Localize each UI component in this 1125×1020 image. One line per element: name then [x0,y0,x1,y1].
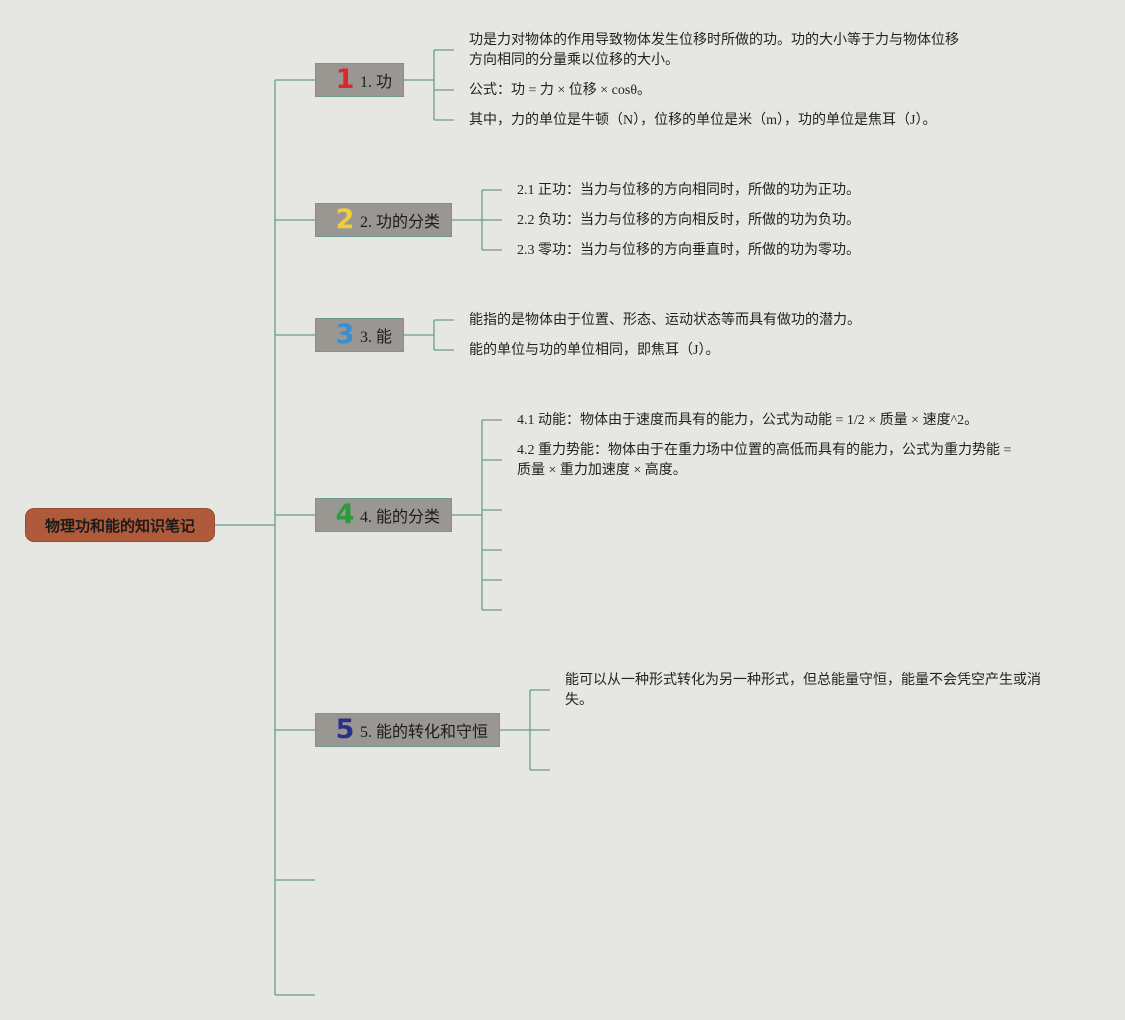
number-4-icon: 4 [335,499,355,530]
leaf-negative-work[interactable]: 2.2 负功：当力与位移的方向相反时，所做的功为负功。 [517,213,860,228]
root-topic[interactable]: 物理功和能的知识笔记 [25,508,215,542]
topic-energy-conservation[interactable]: 5 5. 能的转化和守恒 [315,713,500,747]
number-2-icon: 2 [335,204,355,235]
leaf-energy-conservation[interactable]: 能可以从一种形式转化为另一种形式，但总能量守恒，能量不会凭空产生或消失。 [565,673,1041,708]
number-5-icon: 5 [335,714,355,745]
leaf-kinetic-energy[interactable]: 4.1 动能：物体由于速度而具有的能力，公式为动能 = 1/2 × 质量 × 速… [517,413,979,428]
leaf-energy-definition[interactable]: 能指的是物体由于位置、形态、运动状态等而具有做功的潜力。 [469,313,861,328]
topic-label: 3. 能 [360,329,393,346]
topic-label: 1. 功 [360,74,393,91]
leaf-energy-unit[interactable]: 能的单位与功的单位相同，即焦耳（J）。 [469,343,720,358]
leaf-zero-work[interactable]: 2.3 零功：当力与位移的方向垂直时，所做的功为零功。 [517,243,860,258]
leaf-positive-work[interactable]: 2.1 正功：当力与位移的方向相同时，所做的功为正功。 [517,183,860,198]
topic-label: 2. 功的分类 [360,214,441,231]
root-topic-title: 物理功和能的知识笔记 [44,516,195,535]
number-3-icon: 3 [335,319,355,350]
topic-energy-classification[interactable]: 4 4. 能的分类 [315,498,452,532]
leaf-work-units[interactable]: 其中，力的单位是牛顿（N），位移的单位是米（m），功的单位是焦耳（J）。 [469,113,937,128]
leaf-work-definition[interactable]: 功是力对物体的作用导致物体发生位移时所做的功。功的大小等于力与物体位移方向相同的… [469,33,959,68]
leaf-work-formula[interactable]: 公式：功 = 力 × 位移 × cosθ。 [469,83,652,98]
topic-work[interactable]: 1 1. 功 [315,63,404,97]
topic-work-classification[interactable]: 2 2. 功的分类 [315,203,452,237]
topic-label: 4. 能的分类 [360,509,441,526]
number-1-icon: 1 [335,64,355,95]
leaf-gravitational-potential-energy[interactable]: 4.2 重力势能：物体由于在重力场中位置的高低而具有的能力，公式为重力势能 = … [517,443,1012,478]
topic-energy[interactable]: 3 3. 能 [315,318,404,352]
topic-label: 5. 能的转化和守恒 [360,724,489,741]
